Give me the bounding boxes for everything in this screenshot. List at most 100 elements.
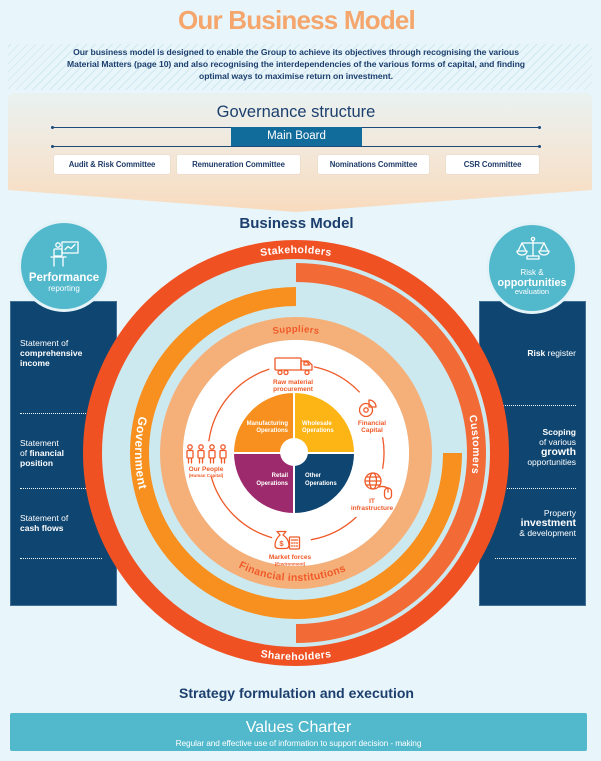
item-line: opportunities [527,457,576,467]
item-line: Statement of [20,513,69,523]
item-line-bold: comprehensive [20,348,83,358]
manufacturing-label: Manufacturing [247,421,289,427]
item-text-bold: Risk [527,348,546,358]
suppliers-label-text: Suppliers [272,324,320,337]
panel-item-risk-register: Risk register [527,348,576,358]
item-line-bold: income [20,358,50,368]
government-label: Government [132,415,150,490]
governance-title: Governance structure [216,103,376,121]
retail-label: Operations [256,481,288,487]
panel-item-cash-flows: Statement of cash flows [20,513,68,533]
market-forces-label: Market forces [269,554,312,561]
committee-nominations: Nominations Committee [318,155,429,174]
wholesale-segment [293,390,357,454]
it-infrastructure-label: infrastructure [351,505,394,512]
truck-icon [274,357,313,376]
dotted-divider [495,488,576,489]
capitals-orbit [208,366,385,541]
item-line-emphasis: growth [541,446,576,458]
shareholders-label: Shareholders [260,648,333,663]
other-label: Operations [305,481,337,487]
suppliers-ring [160,317,432,589]
orbit-arc [208,368,270,442]
people-icon [186,444,227,464]
money-bag-icon: $ [274,530,301,550]
governance-divider [51,145,541,148]
risk-subtitle: evaluation [514,287,550,296]
item-text-bold: financial [29,448,64,458]
presentation-icon [50,241,79,267]
dotted-divider [20,558,102,559]
scales-icon [516,236,550,260]
financial-capital-label: Capital [361,427,383,434]
risk-title: opportunities [497,277,567,289]
our-people-sublabel: (Human Capital) [189,473,224,478]
wholesale-label: Operations [302,428,334,434]
customers-label-text: Customers [466,414,482,475]
stakeholders-ring [83,240,509,666]
orbit-arc [313,366,360,393]
item-line-emphasis: investment [520,517,576,529]
globe-mouse-icon [364,472,393,500]
panel-item-growth-opportunities: Scoping of various growth opportunities [527,427,576,467]
item-line-bold: position [20,458,54,468]
intro-band: Our business model is designed to enable… [8,44,592,90]
item-line: & development [519,528,576,538]
item-line: of financial [20,448,64,458]
dotted-divider [495,405,576,406]
dotted-divider [20,488,102,489]
panel-item-comprehensive-income: Statement of comprehensive income [20,338,82,368]
performance-subtitle: reporting [48,284,80,293]
operations-pie [231,390,357,516]
item-line: Statement [20,438,59,448]
performance-title: Performance [28,272,100,284]
government-arc [130,287,462,619]
item-line-bold: cash flows [20,523,64,533]
committee-csr: CSR Committee [446,155,539,174]
business-model-title: Business Model [239,215,354,232]
customers-label: Customers [466,414,482,475]
item-text: register [545,348,576,358]
our-people-label: Our People [189,466,224,473]
item-line: Property [543,508,576,518]
performance-reporting-panel: Statement of comprehensive income Statem… [10,301,117,606]
pie-center [280,438,308,466]
risk-opportunities-panel: Risk register Scoping of various growth … [479,301,586,606]
shareholders-label-text: Shareholders [260,648,332,663]
item-text: of [20,448,30,458]
wholesale-label: Wholesale [302,421,332,427]
panel-item-financial-position: Statement of financial position [20,438,64,468]
values-charter-banner: Values Charter Regular and effective use… [10,713,587,751]
performance-reporting-badge: Performance reporting [18,220,110,312]
item-line-bold: Scoping [542,427,576,437]
main-board-box: Main Board [231,127,362,146]
manufacturing-segment [231,390,295,454]
risk-pre-title: Risk & [520,268,544,277]
orbit-arc [382,437,385,469]
intro-text-line: Our business model is designed to enable… [73,47,519,57]
intro-text-line: Material Matters (page 10) and also reco… [67,59,525,69]
it-infrastructure-label: IT [369,498,375,505]
item-line: of various [539,437,576,447]
values-charter-subtitle: Regular and effective use of information… [175,738,422,748]
customers-arc [295,263,486,643]
dotted-divider [20,413,102,414]
risk-opportunities-badge: Risk & opportunities evaluation [486,222,578,314]
panel-item-property-investment: Property investment & development [519,508,576,538]
raw-material-label: procurement [273,386,314,393]
governance-structure: Governance structure Main Board Audit & … [8,93,592,212]
retail-label: Retail [272,473,289,479]
committee-audit-risk: Audit & Risk Committee [54,155,170,174]
financial-capital-label: Financial [358,420,386,427]
other-label: Other [305,473,322,479]
manufacturing-label: Operations [256,428,288,434]
raw-material-label: Raw material [273,379,313,386]
market-forces-sublabel: (Environment) [275,562,306,567]
item-line: Statement of [20,338,69,348]
intro-text-line: optimal ways to maximise return on inves… [199,71,393,81]
government-label-text: Government [132,415,150,490]
pie-chart-icon [358,399,377,418]
suppliers-label: Suppliers [272,324,320,337]
